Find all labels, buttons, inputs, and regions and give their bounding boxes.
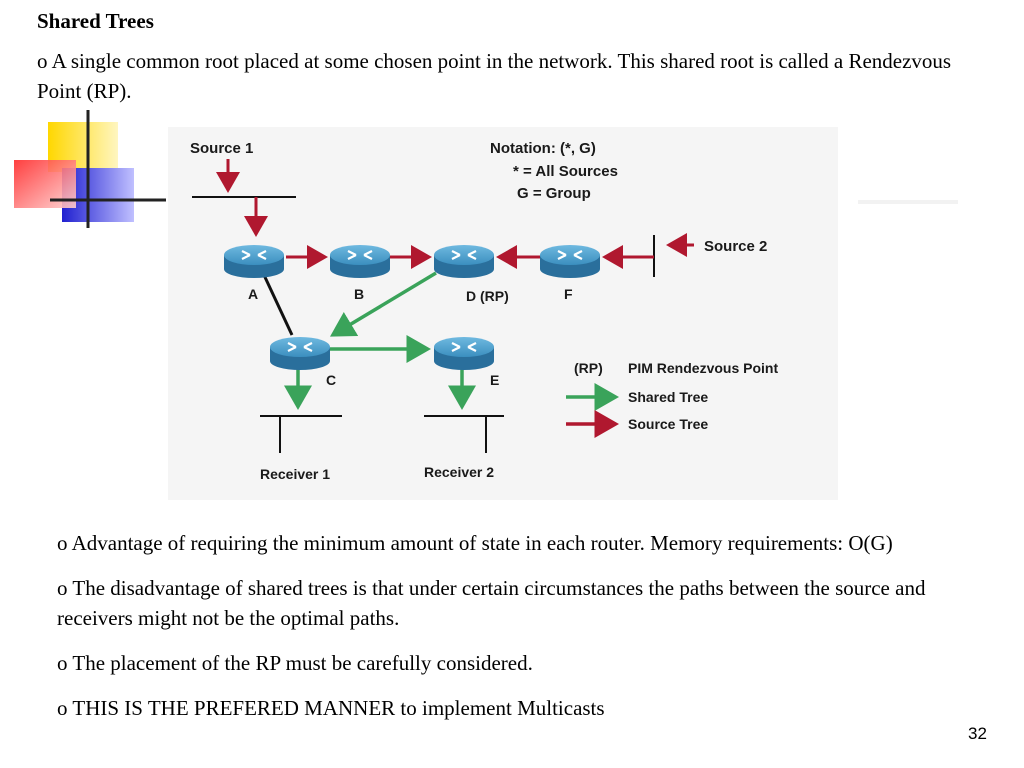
legend-rp-label: PIM Rendezvous Point xyxy=(628,360,778,376)
router-c-icon xyxy=(268,335,332,372)
router-e-icon xyxy=(432,335,496,372)
diagram-canvas: Source 1 Notation: (*, G) * = All Source… xyxy=(190,140,778,482)
shared-tree-diagram: Source 1 Notation: (*, G) * = All Source… xyxy=(168,127,838,500)
decorative-squares-graphic xyxy=(14,110,166,228)
bullet-preferred-manner: o THIS IS THE PREFERED MANNER to impleme… xyxy=(57,696,605,720)
receiver1-label: Receiver 1 xyxy=(260,466,330,482)
intro-bullet: o A single common root placed at some ch… xyxy=(37,49,952,103)
notation-all-sources: * = All Sources xyxy=(513,163,618,180)
legend-source-tree-label: Source Tree xyxy=(628,416,708,432)
router-f-icon xyxy=(538,243,602,280)
router-c-label: C xyxy=(326,372,336,388)
router-a-icon xyxy=(222,243,286,280)
bullet-advantage: o Advantage of requiring the minimum amo… xyxy=(57,531,893,555)
router-b-label: B xyxy=(354,286,364,302)
router-a-label: A xyxy=(248,286,258,302)
source1-label: Source 1 xyxy=(190,140,253,157)
receiver2-label: Receiver 2 xyxy=(424,464,494,480)
router-f-label: F xyxy=(564,286,573,302)
bullet-disadvantage: o The disadvantage of shared trees is th… xyxy=(57,576,926,630)
notation-group: G = Group xyxy=(517,185,591,202)
router-e-label: E xyxy=(490,372,499,388)
decorative-line xyxy=(858,200,958,204)
notation-title: Notation: (*, G) xyxy=(490,140,596,157)
d-to-c-arrow xyxy=(329,271,437,337)
a-to-c-link xyxy=(262,274,294,336)
source2-label: Source 2 xyxy=(704,238,767,255)
bullet-rp-placement: o The placement of the RP must be carefu… xyxy=(57,651,533,675)
legend-shared-tree-label: Shared Tree xyxy=(628,389,708,405)
legend-rp-abbr: (RP) xyxy=(574,360,603,376)
bullet-list: o Advantage of requiring the minimum amo… xyxy=(57,528,987,738)
slide-title: Shared Trees xyxy=(37,9,154,33)
page-number: 32 xyxy=(968,724,987,743)
router-d-icon xyxy=(432,243,496,280)
router-d-label: D (RP) xyxy=(466,288,509,304)
router-b-icon xyxy=(328,243,392,280)
